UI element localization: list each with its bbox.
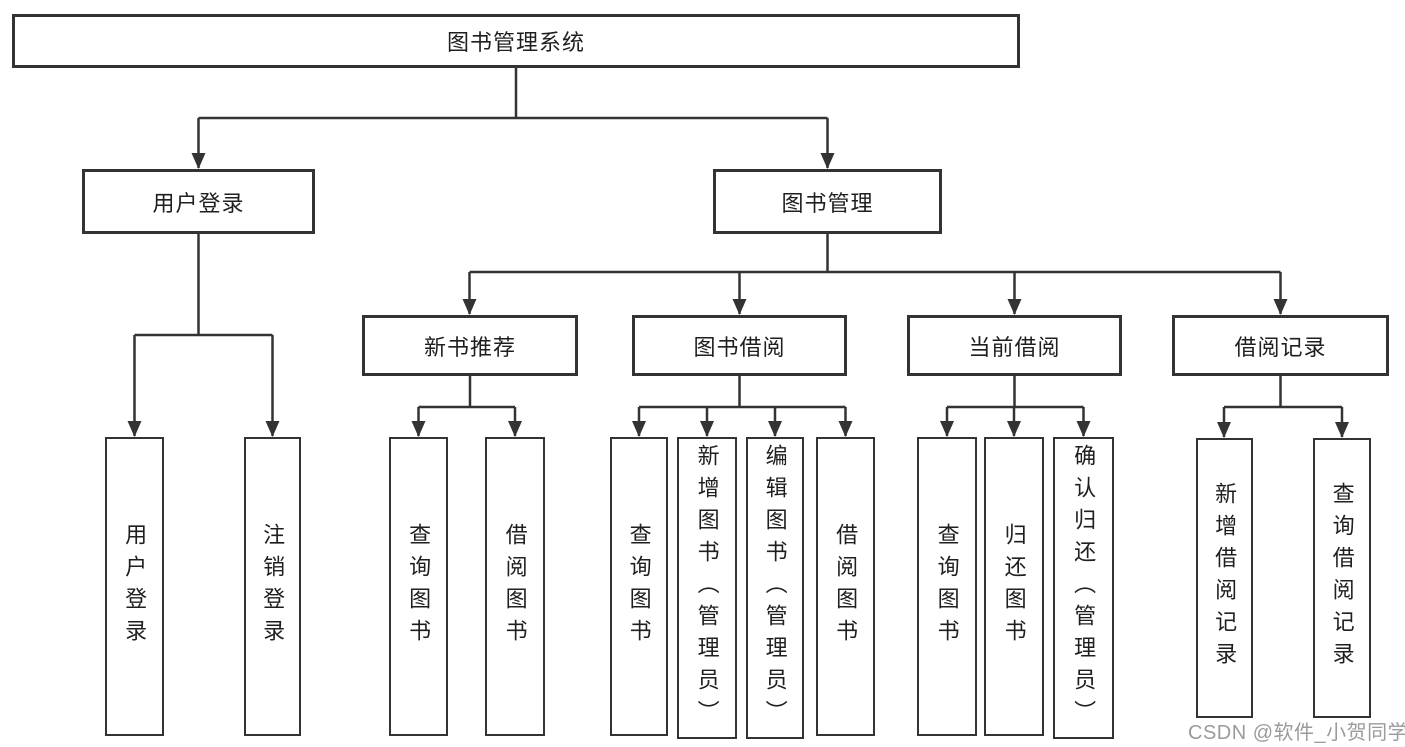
- node-book-management: 图书管理: [713, 169, 942, 234]
- leaf-query-books-borrow-label: 查询图书: [626, 522, 652, 651]
- node-current-borrowing-label: 当前借阅: [968, 334, 1061, 360]
- leaf-user-login: 用户登录: [105, 437, 164, 736]
- leaf-user-login-label: 用户登录: [122, 522, 148, 651]
- leaf-logout-label: 注销登录: [260, 522, 286, 651]
- node-borrowing-records-label: 借阅记录: [1234, 334, 1327, 360]
- leaf-add-borrow-record: 新增借阅记录: [1196, 438, 1253, 718]
- node-book-management-label: 图书管理: [781, 190, 874, 216]
- leaf-add-book-admin-label: 新增图书（管理员）: [694, 444, 720, 732]
- leaf-logout: 注销登录: [244, 437, 301, 736]
- leaf-return-books: 归还图书: [984, 437, 1044, 736]
- leaf-borrow-books: 借阅图书: [816, 437, 875, 736]
- leaf-query-books-current: 查询图书: [917, 437, 977, 736]
- leaf-borrow-books-recommend-label: 借阅图书: [502, 522, 528, 651]
- leaf-confirm-return-admin-label: 确认归还（管理员）: [1071, 444, 1097, 732]
- node-current-borrowing: 当前借阅: [907, 315, 1122, 376]
- leaf-borrow-books-label: 借阅图书: [833, 522, 859, 651]
- leaf-query-borrow-record: 查询借阅记录: [1313, 438, 1371, 718]
- leaf-query-borrow-record-label: 查询借阅记录: [1329, 482, 1355, 674]
- leaf-query-books-recommend-label: 查询图书: [406, 522, 432, 651]
- leaf-query-books-recommend: 查询图书: [389, 437, 448, 736]
- leaf-edit-book-admin: 编辑图书（管理员）: [746, 437, 804, 739]
- leaf-query-books-current-label: 查询图书: [934, 522, 960, 651]
- leaf-edit-book-admin-label: 编辑图书（管理员）: [762, 444, 788, 732]
- node-root-label: 图书管理系统: [446, 30, 585, 55]
- node-book-borrowing-label: 图书借阅: [693, 334, 786, 360]
- node-new-book-recommendation: 新书推荐: [362, 315, 578, 376]
- leaf-borrow-books-recommend: 借阅图书: [485, 437, 545, 736]
- node-book-borrowing: 图书借阅: [632, 315, 847, 376]
- node-new-book-recommendation-label: 新书推荐: [423, 334, 516, 360]
- leaf-confirm-return-admin: 确认归还（管理员）: [1053, 437, 1114, 739]
- node-root: 图书管理系统: [12, 14, 1020, 68]
- node-user-login-label: 用户登录: [152, 190, 245, 216]
- node-user-login: 用户登录: [82, 169, 315, 234]
- leaf-add-book-admin: 新增图书（管理员）: [677, 437, 737, 739]
- csdn-watermark: CSDN @软件_小贺同学: [1188, 722, 1405, 744]
- leaf-query-books-borrow: 查询图书: [610, 437, 668, 736]
- leaf-add-borrow-record-label: 新增借阅记录: [1212, 482, 1238, 674]
- leaf-return-books-label: 归还图书: [1001, 522, 1027, 651]
- node-borrowing-records: 借阅记录: [1172, 315, 1389, 376]
